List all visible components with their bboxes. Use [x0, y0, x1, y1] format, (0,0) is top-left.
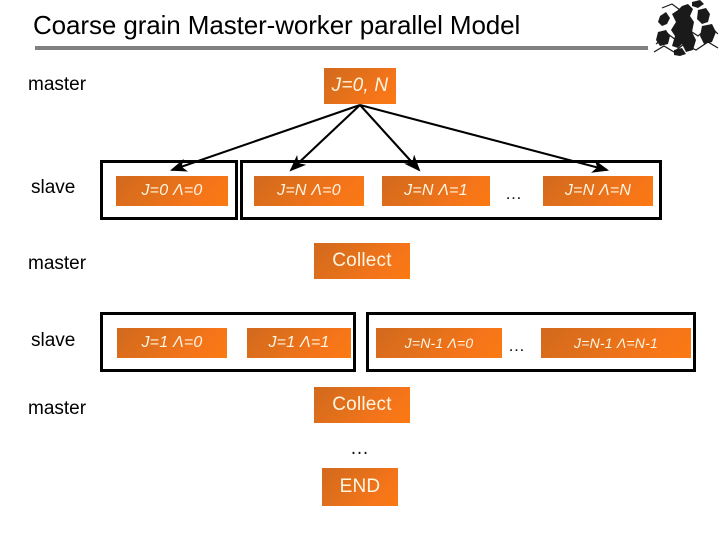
slave-chip[interactable]: J=N Λ=0 [254, 176, 364, 206]
slave-row-2-ellipsis: … [508, 336, 526, 355]
title-divider [35, 46, 648, 50]
dispatch-root-chip[interactable]: J=0, N [324, 68, 396, 104]
slave-chip[interactable]: J=1 Λ=0 [117, 328, 227, 358]
slave-row-2-group-a: J=1 Λ=0 J=1 Λ=1 [100, 312, 356, 372]
row-label-master-3: master [28, 398, 87, 419]
slave-chip[interactable]: J=1 Λ=1 [247, 328, 351, 358]
slave-row-2-group-b: J=N-1 Λ=0 … J=N-1 Λ=N-1 [366, 312, 696, 372]
slave-row-1-group-a: J=0 Λ=0 [100, 160, 238, 220]
end-chip[interactable]: END [322, 468, 398, 506]
slave-chip[interactable]: J=N Λ=N [543, 176, 653, 206]
continuation-ellipsis: … [350, 438, 370, 459]
slave-chip[interactable]: J=N Λ=1 [382, 176, 490, 206]
slave-row-1-ellipsis: … [505, 184, 523, 203]
slave-chip[interactable]: J=0 Λ=0 [116, 176, 228, 206]
page-title: Coarse grain Master-worker parallel Mode… [33, 10, 521, 40]
collect-chip-1[interactable]: Collect [314, 243, 410, 279]
slave-chip[interactable]: J=N-1 Λ=0 [376, 328, 502, 358]
row-label-slave-1: slave [31, 177, 76, 198]
row-label-slave-2: slave [31, 330, 76, 351]
collect-chip-2[interactable]: Collect [314, 387, 410, 423]
slave-chip[interactable]: J=N-1 Λ=N-1 [541, 328, 691, 358]
row-label-master-2: master [28, 253, 87, 274]
row-label-master-1: master [28, 74, 87, 95]
institution-emblem-icon [652, 0, 720, 56]
slave-row-1-group-b: J=N Λ=0 J=N Λ=1 … J=N Λ=N [240, 160, 662, 220]
